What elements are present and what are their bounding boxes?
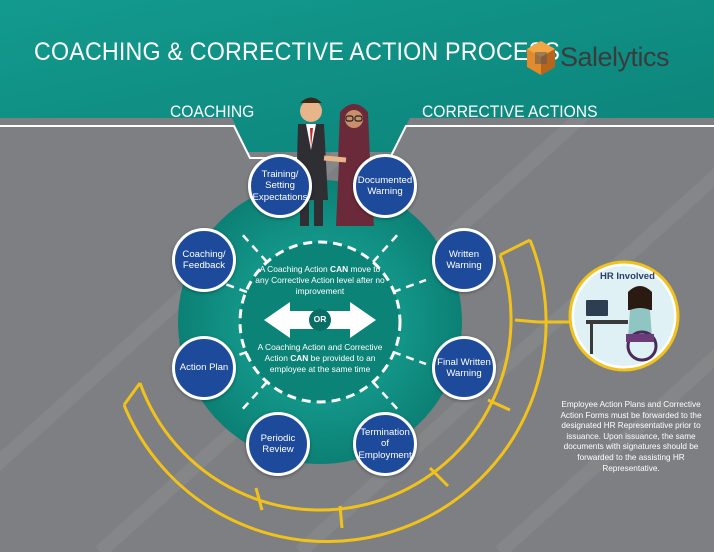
header-band xyxy=(0,0,714,152)
corrective-section-label: CORRECTIVE ACTIONS xyxy=(422,102,598,121)
or-label: OR xyxy=(313,314,327,324)
brand-name: Salelytics xyxy=(560,42,670,72)
node-periodic-review: Periodic Review xyxy=(246,412,310,476)
center-bottom-text-end: be provided to an employee at the same t… xyxy=(269,353,376,374)
hr-person-illustration xyxy=(586,286,658,362)
node-documented-warning: Documented Warning xyxy=(353,154,417,218)
node-training-setting-expectations: Training/ Setting Expectations xyxy=(248,154,312,218)
center-bottom-text: A Coaching Action and Corrective Action … xyxy=(254,342,386,375)
coaching-section-label: COACHING xyxy=(170,102,255,121)
node-written-warning: Written Warning xyxy=(432,228,496,292)
or-circle xyxy=(309,309,331,331)
center-top-text-end: move to any Corrective Action level afte… xyxy=(255,264,385,296)
center-top-text-start: A Coaching Action xyxy=(259,264,331,274)
hr-involved-label: HR Involved xyxy=(600,271,655,282)
center-top-text: A Coaching Action CAN move to any Correc… xyxy=(254,264,386,297)
node-final-written-warning: Final Written Warning xyxy=(432,336,496,400)
center-bottom-text-start: A Coaching Action and Corrective Action xyxy=(257,342,383,363)
brand-logo-icon xyxy=(526,40,556,81)
corrective-bracket xyxy=(122,238,570,544)
page-title: COACHING & CORRECTIVE ACTION PROCESS xyxy=(34,38,561,66)
node-coaching-feedback: Coaching/ Feedback xyxy=(172,228,236,292)
center-bottom-can: CAN xyxy=(290,353,309,363)
hr-note: Employee Action Plans and Corrective Act… xyxy=(560,400,702,473)
node-termination-of-employment: Termination of Employment xyxy=(353,412,417,476)
center-top-can: CAN xyxy=(330,264,349,274)
node-action-plan: Action Plan xyxy=(172,336,236,400)
